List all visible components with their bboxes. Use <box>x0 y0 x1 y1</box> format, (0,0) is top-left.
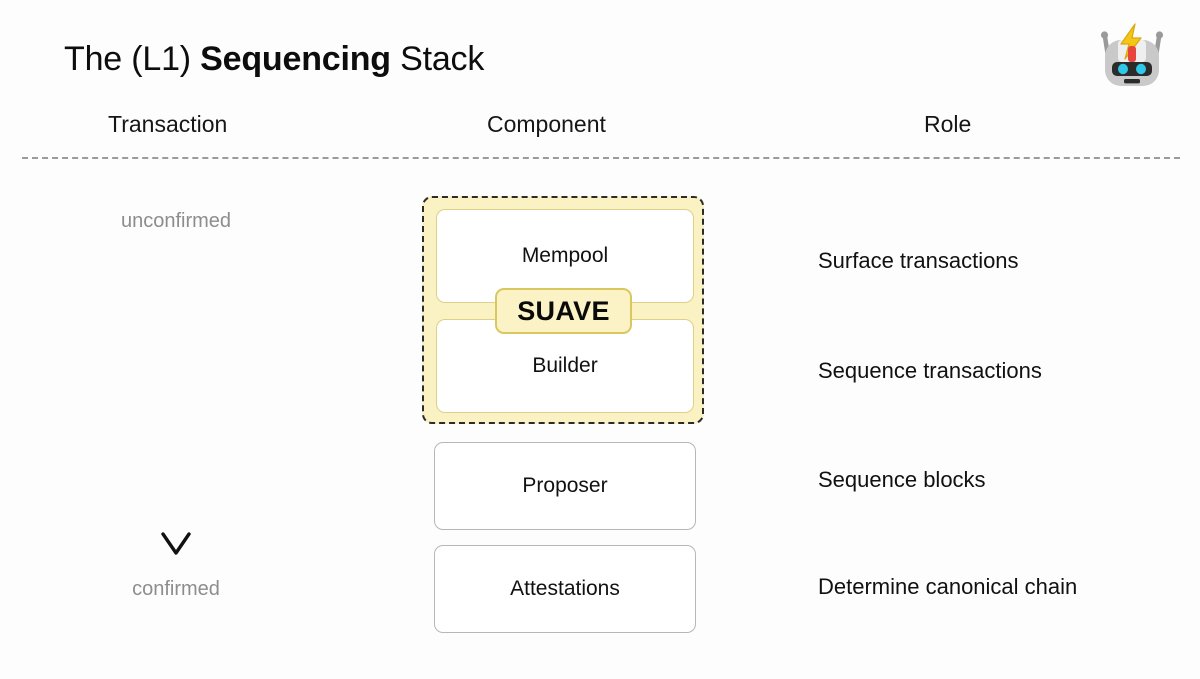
column-header-component: Component <box>487 111 606 137</box>
suave-group-container: Mempool Builder <box>422 196 704 424</box>
robot-with-lightning-bolt-icon <box>1095 22 1169 88</box>
title-lead: The (L1) <box>64 40 201 78</box>
role-text-proposer: Sequence blocks <box>818 467 986 492</box>
role-text-builder: Sequence transactions <box>818 358 1042 383</box>
component-label-proposer: Proposer <box>522 474 608 497</box>
role-text-mempool: Surface transactions <box>818 248 1019 273</box>
axis-label-unconfirmed: unconfirmed <box>120 210 232 232</box>
suave-badge[interactable]: SUAVE <box>495 288 632 334</box>
component-label-mempool: Mempool <box>521 244 609 267</box>
component-label-attestations: Attestations <box>510 577 620 600</box>
header-divider <box>22 157 1180 159</box>
page-title: The (L1) Sequencing Stack <box>64 40 484 79</box>
component-box-attestations[interactable]: Attestations <box>434 545 696 633</box>
component-label-builder: Builder <box>532 354 598 377</box>
downward-gradient-arrow <box>130 238 222 564</box>
component-box-builder[interactable]: Builder <box>436 319 694 413</box>
column-header-transaction: Transaction <box>108 111 228 137</box>
title-trail: Stack <box>390 40 485 78</box>
component-box-mempool[interactable]: Mempool <box>436 209 694 303</box>
column-header-role: Role <box>924 111 972 137</box>
component-box-proposer[interactable]: Proposer <box>434 442 696 530</box>
title-emphasis: Sequencing <box>200 40 391 78</box>
role-text-attestations: Determine canonical chain <box>818 574 1078 599</box>
axis-label-confirmed: confirmed <box>132 578 220 600</box>
